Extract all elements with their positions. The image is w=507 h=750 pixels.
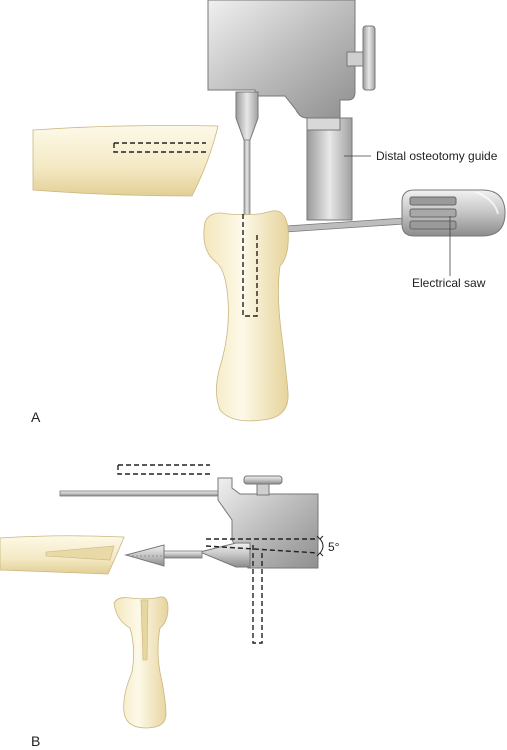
- cone-holder: [198, 542, 251, 568]
- head-cut-line: [242, 214, 258, 317]
- label-saw: Electrical saw: [412, 276, 486, 290]
- head-bone-b: [113, 596, 169, 729]
- angle-line-tilted: [205, 545, 319, 554]
- pin-holder: [235, 91, 259, 141]
- angle-arc: [319, 538, 324, 554]
- panel-b: 5° B: [0, 464, 340, 749]
- label-guide: Distal osteotomy guide: [376, 149, 498, 163]
- panel-a: Distal osteotomy guide Electrical saw A: [31, 0, 506, 425]
- adjustment-knob-b: [243, 475, 283, 496]
- guide-bar: [306, 117, 353, 221]
- shaft-canal-b: [45, 545, 115, 561]
- angle-label: 5°: [328, 540, 340, 554]
- metatarsal-shaft: [32, 125, 219, 197]
- reference-cut-line: [117, 464, 210, 475]
- adjustment-knob: [346, 25, 376, 91]
- panel-letter-a: A: [31, 409, 41, 425]
- cone-reamer: [124, 544, 165, 567]
- head-canal-b: [140, 599, 149, 661]
- long-pin: [59, 490, 221, 497]
- electrical-saw: [401, 189, 506, 237]
- vertical-cut-line: [252, 545, 263, 644]
- guide-block: [207, 0, 356, 119]
- shaft-cut-line: [113, 142, 206, 153]
- panel-letter-b: B: [31, 733, 40, 749]
- guide-pin: [243, 139, 251, 223]
- shaft: [159, 550, 203, 559]
